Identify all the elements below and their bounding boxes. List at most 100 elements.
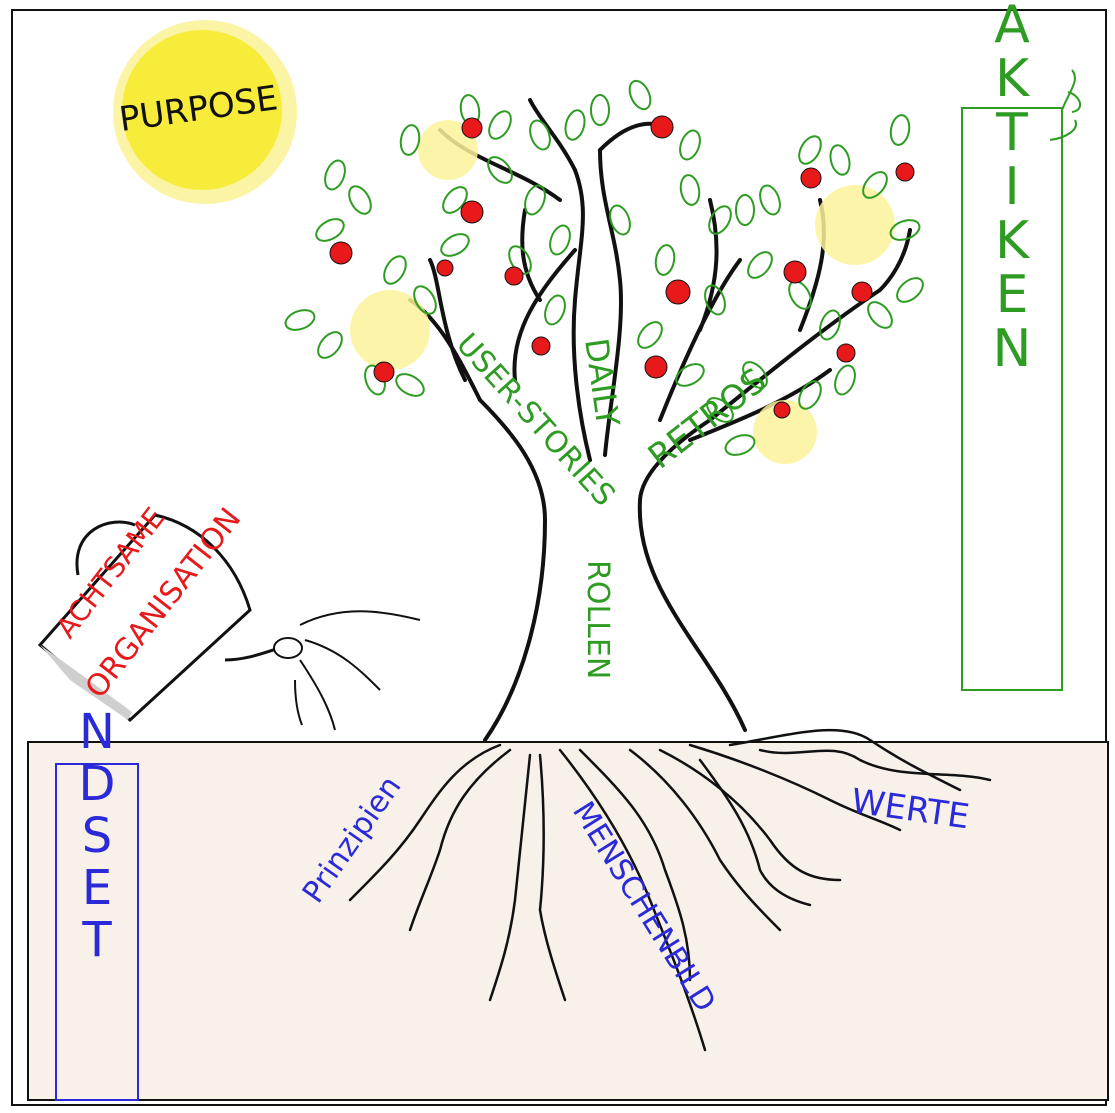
glow	[350, 290, 430, 370]
leaf	[399, 124, 421, 156]
practices-label-group: PRAKTIKEN	[982, 0, 1042, 373]
apple	[504, 266, 524, 286]
root	[658, 748, 842, 882]
apple	[373, 361, 395, 383]
leaf	[529, 119, 551, 151]
tree	[408, 98, 912, 742]
apple	[773, 401, 791, 419]
leaf	[706, 397, 734, 423]
branch-left-mid	[512, 208, 577, 382]
apple	[665, 279, 691, 305]
leaf	[798, 135, 822, 165]
leaf	[383, 255, 407, 285]
mindset-box-frame	[55, 763, 139, 1101]
leaf	[488, 110, 512, 140]
root	[538, 753, 567, 1002]
leaf	[675, 363, 705, 387]
leaf	[590, 94, 610, 126]
leaf	[508, 245, 532, 275]
water-stream	[294, 610, 421, 731]
leaf	[395, 373, 425, 397]
glow	[815, 185, 895, 265]
root	[488, 753, 532, 1002]
root	[698, 758, 812, 907]
leaf	[735, 194, 755, 226]
leaf	[544, 294, 566, 326]
apple	[436, 259, 454, 277]
leaf	[829, 144, 851, 176]
leaf	[704, 284, 726, 316]
apple	[644, 355, 668, 379]
apple	[650, 115, 674, 139]
leaf	[284, 309, 316, 331]
leaf	[315, 218, 345, 242]
leaf	[896, 277, 924, 303]
trunk-left	[478, 398, 548, 742]
practices-box	[961, 69, 1082, 691]
leaf	[747, 251, 773, 279]
trunk-center-right	[598, 148, 624, 457]
leaf	[564, 109, 586, 141]
glow	[753, 400, 817, 464]
leaf	[889, 219, 921, 241]
leaf	[862, 171, 888, 199]
root	[688, 743, 902, 832]
leaf	[549, 224, 571, 256]
practices-box-frame	[961, 107, 1063, 691]
apple	[329, 241, 353, 265]
roots	[348, 728, 992, 1052]
apple	[531, 336, 551, 356]
apple	[783, 260, 807, 284]
root	[578, 748, 692, 982]
leaf	[324, 159, 346, 191]
root	[348, 743, 502, 902]
leaf	[637, 321, 663, 349]
leaf	[889, 114, 911, 146]
leaf	[442, 186, 468, 214]
trunk-center-left	[571, 168, 592, 462]
leaf	[413, 285, 437, 315]
leaf	[742, 361, 768, 389]
watering-can	[37, 513, 421, 731]
leaf	[348, 185, 372, 215]
trunk-label: ROLLEN	[580, 560, 615, 679]
watering-can-body	[37, 513, 252, 722]
leaf	[317, 331, 343, 359]
leaf	[609, 204, 631, 236]
sun-disc	[122, 30, 282, 190]
apple	[851, 281, 873, 303]
leaf	[679, 129, 701, 161]
root	[758, 748, 992, 782]
leaf	[628, 79, 652, 111]
vine-decoration	[1049, 69, 1082, 141]
leaf	[834, 364, 856, 396]
apples	[329, 115, 915, 419]
leaf	[759, 184, 781, 216]
trunk-right	[637, 418, 747, 732]
leaf	[679, 174, 701, 206]
leaf	[487, 156, 513, 184]
practices-label: PRAKTIKEN	[982, 0, 1042, 373]
glow	[418, 120, 478, 180]
leaf	[524, 184, 546, 216]
leaf	[798, 380, 822, 410]
leaf	[654, 244, 676, 276]
leaf	[708, 205, 732, 235]
leaves	[284, 79, 924, 456]
watering-can-rose	[273, 637, 303, 659]
leaf	[867, 301, 893, 329]
highlight-glows	[350, 120, 895, 464]
leaf	[724, 434, 756, 456]
watering-can-handle	[75, 520, 136, 576]
apple	[461, 117, 483, 139]
leaf	[440, 233, 470, 257]
root	[558, 748, 707, 1052]
apple	[460, 200, 484, 224]
watering-can-shadow	[40, 645, 132, 720]
apple	[895, 162, 915, 182]
root	[408, 748, 512, 932]
leaf	[819, 309, 841, 341]
root	[628, 748, 782, 932]
apple	[836, 343, 856, 363]
